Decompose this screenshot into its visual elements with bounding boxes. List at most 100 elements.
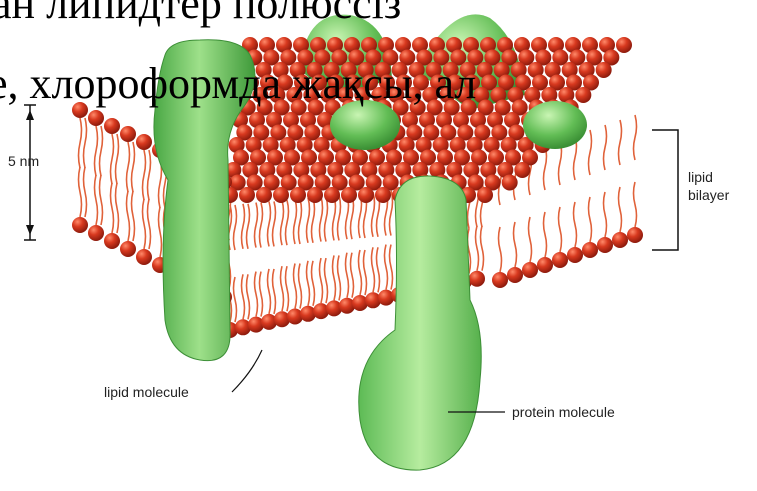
lipid-tail: [604, 192, 607, 237]
lipid-tail: [255, 272, 258, 317]
lipid-head: [502, 175, 518, 191]
lipid-head: [88, 110, 104, 126]
lipid-tail: [100, 175, 103, 225]
lipid-head: [88, 225, 104, 241]
lipid-tail: [242, 274, 245, 319]
lipid-tail: [100, 126, 103, 176]
protein-molecule-label: protein molecule: [512, 404, 615, 420]
lipid-tail: [325, 258, 328, 303]
lipid-head: [256, 187, 272, 203]
lipid-head: [307, 187, 323, 203]
lipid-tail: [273, 201, 276, 246]
lipid-tail: [364, 250, 367, 295]
lipid-head: [616, 37, 632, 53]
lipid-tail: [619, 120, 622, 165]
lipid-head: [324, 187, 340, 203]
lipid-tail: [604, 125, 607, 170]
lipid-tail: [634, 182, 637, 227]
lipid-tail: [294, 264, 297, 309]
lipid-tail: [260, 203, 263, 248]
lipid-head: [575, 87, 591, 103]
lipid-tail: [634, 115, 637, 160]
lipid-tail: [95, 175, 98, 225]
lipid-head: [120, 241, 136, 257]
lipid-head: [596, 62, 612, 78]
lipid-head: [290, 187, 306, 203]
scale-label: 5 nm: [8, 153, 39, 169]
lipid-tail: [544, 212, 547, 257]
lipid-head: [507, 267, 523, 283]
lipid-tail: [320, 197, 323, 242]
lipid-tail: [529, 217, 532, 262]
lipid-tail: [377, 247, 380, 292]
lipid-tail: [312, 198, 315, 243]
lipid-head: [552, 252, 568, 268]
lipid-tail: [338, 255, 341, 300]
lipid-tail: [390, 245, 393, 290]
lipid-tail: [242, 204, 245, 249]
lipid-tail: [312, 261, 315, 306]
lipid-head: [582, 242, 598, 258]
lipid-tail: [268, 201, 271, 246]
bilayer-label-line2: bilayer: [688, 187, 730, 203]
lipid-tail: [299, 199, 302, 244]
lipid-tail: [247, 274, 250, 319]
lipid-tail: [281, 266, 284, 311]
lipid-tail: [372, 247, 375, 292]
lipid-tail: [307, 261, 310, 306]
lipid-tail: [159, 207, 162, 257]
lipid-head: [375, 187, 391, 203]
lipid-tail: [255, 203, 258, 248]
lipid-tail: [111, 134, 114, 184]
lipid-tail: [260, 272, 263, 317]
lipid-molecule-pointer: [232, 350, 262, 392]
lipid-tail: [359, 250, 362, 295]
lipid-tail: [234, 205, 237, 250]
lipid-tail: [351, 253, 354, 298]
bilayer-bracket: [652, 130, 678, 250]
lipid-tail: [143, 199, 146, 249]
lipid-head: [120, 126, 136, 142]
lipid-tail: [127, 191, 130, 241]
lipid-tail: [132, 142, 135, 192]
lipid-tail: [499, 227, 502, 272]
lipid-tail: [286, 200, 289, 245]
lipid-tail: [559, 207, 562, 252]
lipid-tail: [79, 167, 82, 217]
lipid-head: [104, 233, 120, 249]
lipid-head: [522, 262, 538, 278]
lipid-head: [358, 187, 374, 203]
lipid-head: [567, 247, 583, 263]
slide-text-line-2: е, хлороформда жақсы, ал: [0, 62, 476, 106]
lipid-tail: [476, 226, 479, 271]
lipid-tail: [268, 269, 271, 314]
lipid-tail: [247, 204, 250, 249]
lipid-head: [72, 217, 88, 233]
lipid-tail: [385, 245, 388, 290]
lipid-tail: [148, 199, 151, 249]
scale-bar: [24, 105, 36, 240]
lipid-head: [273, 187, 289, 203]
lipid-head: [597, 237, 613, 253]
lipid-head: [627, 227, 643, 243]
lipid-tail: [116, 183, 119, 233]
lipid-tail: [84, 167, 87, 217]
lipid-molecule-label: lipid molecule: [104, 384, 189, 400]
lipid-tail: [589, 197, 592, 242]
lipid-tail: [148, 150, 151, 200]
lipid-tail: [143, 150, 146, 200]
lipid-head: [469, 271, 485, 287]
lipid-tail: [514, 222, 517, 267]
lipid-tail: [294, 199, 297, 244]
lipid-head: [612, 232, 628, 248]
lipid-tail: [116, 134, 119, 184]
lipid-tail: [299, 264, 302, 309]
lipid-tail: [79, 118, 82, 168]
bilayer-label-line1: lipid: [688, 169, 713, 185]
lipid-tail: [574, 202, 577, 247]
lipid-tail: [307, 198, 310, 243]
lipid-tail: [127, 142, 130, 192]
lipid-tail: [619, 187, 622, 232]
lipid-head: [477, 187, 493, 203]
